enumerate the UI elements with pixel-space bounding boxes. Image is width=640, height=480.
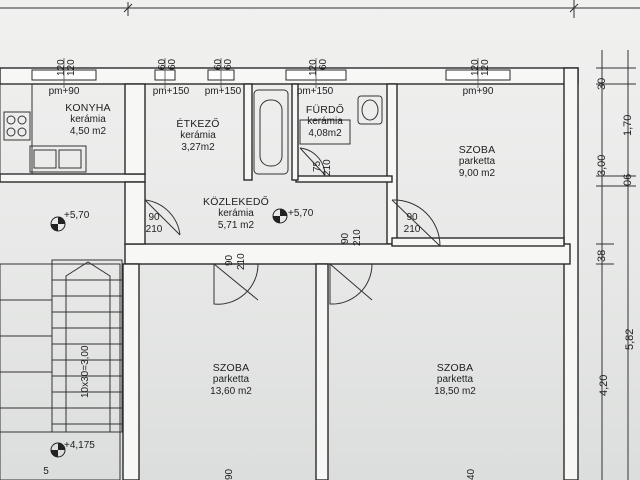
szoba1-name: SZOBA — [458, 144, 496, 156]
door-hall-width: 90 — [340, 232, 351, 244]
right-dim-4: 06 — [622, 173, 634, 186]
konyha-name: KONYHA — [65, 102, 111, 114]
right-dim-7: 5,82 — [624, 328, 636, 350]
szoba3-name: SZOBA — [436, 362, 474, 374]
right-dim-1: 30 — [596, 77, 608, 90]
window-dim-4b: 60 — [318, 58, 329, 70]
right-dimension-lines — [596, 50, 636, 480]
sill-konyha: pm+90 — [48, 86, 80, 97]
bottom-left-dim: 5 — [43, 466, 49, 477]
sill-etkezo-2: pm+150 — [204, 86, 242, 97]
szoba2-name: SZOBA — [212, 362, 250, 374]
door-left-width: 90 — [148, 212, 160, 223]
kozlekedo-area: 5,71 m2 — [217, 220, 255, 231]
etkezo-name: ÉTKEZŐ — [176, 118, 220, 130]
szoba1-area: 9,00 m2 — [458, 168, 496, 179]
door-left-height: 210 — [145, 224, 163, 235]
door-szoba1-width: 90 — [406, 212, 418, 223]
staircase — [0, 259, 123, 480]
sill-furdo: pm+150 — [296, 86, 334, 97]
kozlekedo-name: KÖZLEKEDŐ — [203, 196, 269, 208]
level-landing: +4,175 — [64, 440, 95, 451]
kitchen-fixtures — [0, 83, 87, 175]
door-hall-height: 210 — [352, 229, 363, 246]
sill-etkezo: pm+150 — [152, 86, 190, 97]
door-swings — [144, 147, 441, 305]
door-bottom-1: 90 — [224, 468, 235, 480]
right-dim-3: 3,00 — [596, 154, 608, 176]
szoba3-area: 18,50 m2 — [434, 386, 476, 397]
szoba2-floor: parketta — [212, 374, 250, 385]
door-szoba1-height: 210 — [403, 224, 421, 235]
right-dim-5: 38 — [596, 249, 608, 262]
etkezo-floor: kerámia — [180, 130, 216, 141]
door-bottom-2: 40 — [466, 468, 477, 480]
furdo-floor: kerámia — [307, 116, 343, 127]
walls — [0, 67, 579, 480]
level-upper-left: +5,70 — [64, 210, 90, 221]
top-dimension-line — [0, 0, 640, 18]
etkezo-area: 3,27m2 — [181, 142, 215, 153]
sill-szoba1: pm+90 — [462, 86, 494, 97]
door-szoba2-width: 90 — [224, 254, 235, 266]
konyha-area: 4,50 m2 — [69, 126, 107, 137]
door-furdo-height: 210 — [322, 159, 333, 176]
konyha-floor: kerámia — [70, 114, 106, 125]
bathroom-fixtures — [253, 89, 383, 175]
window-dim-5b: 120 — [480, 59, 491, 76]
szoba2-area: 13,60 m2 — [210, 386, 252, 397]
level-hall: +5,70 — [288, 208, 314, 219]
szoba3-floor: parketta — [436, 374, 474, 385]
right-dim-6: 4,20 — [598, 374, 610, 396]
furdo-name: FÜRDŐ — [305, 104, 345, 116]
window-dim-3b: 60 — [223, 58, 234, 70]
szoba1-floor: parketta — [458, 156, 496, 167]
level-markers — [50, 208, 288, 458]
kozlekedo-floor: kerámia — [218, 208, 254, 219]
window-dim-1b: 120 — [66, 59, 77, 76]
right-dim-2: 1,70 — [622, 114, 634, 136]
door-szoba2-height: 210 — [236, 253, 247, 270]
furdo-area: 4,08m2 — [308, 128, 342, 139]
window-ticks — [63, 58, 479, 88]
stairs-spec: 10x30=3,00 — [80, 345, 91, 398]
window-dim-2b: 60 — [167, 58, 178, 70]
